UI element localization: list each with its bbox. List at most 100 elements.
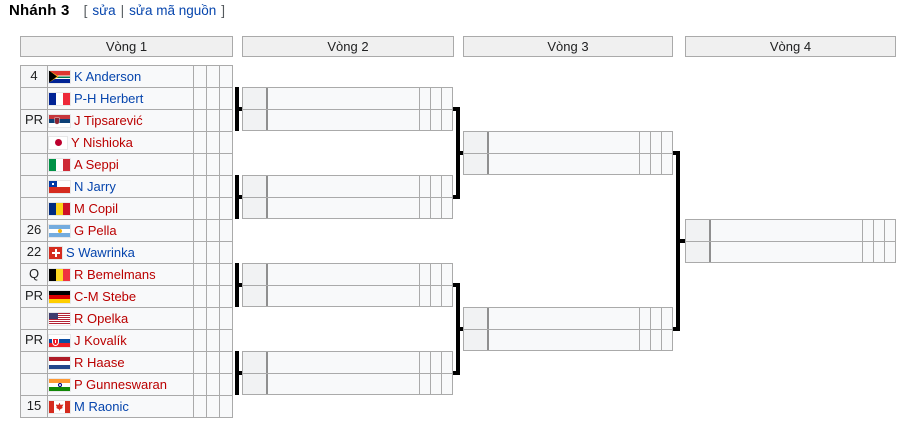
score-cell <box>873 220 884 241</box>
seed-cell <box>243 109 268 130</box>
score-cell <box>220 220 232 241</box>
score-cell <box>207 110 220 131</box>
player-link[interactable]: C-M Stebe <box>74 289 137 304</box>
score-cell <box>207 154 220 175</box>
score-cell <box>194 330 207 351</box>
score-cell <box>441 88 452 109</box>
name-cell <box>268 286 419 307</box>
player-link[interactable]: P-H Herbert <box>74 91 144 106</box>
bracket-connector-line <box>235 175 239 219</box>
seed-cell <box>243 352 268 373</box>
player-cell: Y Nishioka <box>48 132 194 153</box>
score-cell <box>441 197 452 218</box>
score-cell <box>194 352 207 373</box>
score-cell <box>884 220 895 241</box>
score-cell <box>194 88 207 109</box>
japan-flag-icon <box>49 136 67 149</box>
player-link[interactable]: N Jarry <box>74 179 116 194</box>
match-slot <box>686 241 895 262</box>
score-cell <box>207 198 220 219</box>
round4-match1-box <box>685 219 896 263</box>
edit-link[interactable]: sửa <box>92 3 116 18</box>
score-cell <box>873 241 884 262</box>
score-cell <box>650 308 661 329</box>
seed-cell <box>21 132 48 153</box>
name-cell <box>489 330 639 351</box>
score-cell <box>194 110 207 131</box>
player-cell: P-H Herbert <box>48 88 194 109</box>
player-cell: A Seppi <box>48 154 194 175</box>
score-cell <box>194 308 207 329</box>
score-cell <box>220 330 232 351</box>
score-cell <box>220 88 232 109</box>
score-cell <box>194 242 207 263</box>
round2-match1-box <box>242 87 453 131</box>
name-cell <box>268 352 419 373</box>
seed-cell <box>686 241 711 262</box>
player-cell: R Opelka <box>48 308 194 329</box>
edit-source-link[interactable]: sửa mã nguồn <box>129 3 217 18</box>
player-link[interactable]: G Pella <box>74 223 117 238</box>
seed-cell <box>21 308 48 329</box>
italy-flag-icon <box>49 158 70 171</box>
player-link[interactable]: S Wawrinka <box>66 245 135 260</box>
bracket-connector-line <box>453 195 456 199</box>
round-header-1: Vòng 1 <box>20 36 233 57</box>
seed-cell: PR <box>21 286 48 307</box>
player-link[interactable]: J Kovalík <box>74 333 127 348</box>
player-cell: M Copil <box>48 198 194 219</box>
player-link[interactable]: R Bemelmans <box>74 267 156 282</box>
round-header-3: Vòng 3 <box>463 36 673 57</box>
score-cell <box>207 286 220 307</box>
round2-match4-box <box>242 351 453 395</box>
player-link[interactable]: J Tipsarević <box>74 113 143 128</box>
player-link[interactable]: K Anderson <box>74 69 142 84</box>
player-row: P Gunneswaran <box>21 374 232 396</box>
seed-cell <box>243 373 268 394</box>
score-cell <box>220 264 232 285</box>
seed-cell <box>21 374 48 395</box>
score-cell <box>194 176 207 197</box>
bracket-connector-line <box>673 151 676 155</box>
seed-cell <box>21 154 48 175</box>
score-cell <box>661 308 672 329</box>
player-link[interactable]: A Seppi <box>74 157 119 172</box>
score-cell <box>194 66 207 87</box>
player-link[interactable]: M Raonic <box>74 399 129 414</box>
score-cell <box>207 330 220 351</box>
seed-cell <box>464 308 489 329</box>
name-cell <box>489 154 639 175</box>
seed-cell: 26 <box>21 220 48 241</box>
player-row: 22 S Wawrinka <box>21 242 232 264</box>
bracket-connector-line <box>239 107 242 111</box>
match-slot <box>243 373 452 394</box>
player-row: PR J Kovalík <box>21 330 232 352</box>
player-link[interactable]: R Haase <box>74 355 125 370</box>
player-link[interactable]: Y Nishioka <box>71 135 133 150</box>
score-cell <box>661 329 672 350</box>
bracket-connector-line <box>460 327 463 331</box>
score-cell <box>862 241 873 262</box>
player-row: M Copil <box>21 198 232 220</box>
bracket-connector-line <box>456 283 460 375</box>
score-cell <box>430 373 441 394</box>
player-cell: G Pella <box>48 220 194 241</box>
player-cell: C-M Stebe <box>48 286 194 307</box>
round3-match2-box <box>463 307 673 351</box>
seed-cell <box>243 88 268 109</box>
bracket-connector-line <box>453 371 456 375</box>
seed-cell <box>464 329 489 350</box>
player-link[interactable]: P Gunneswaran <box>74 377 167 392</box>
score-cell <box>194 154 207 175</box>
seed-cell <box>21 352 48 373</box>
seed-cell <box>21 88 48 109</box>
player-link[interactable]: R Opelka <box>74 311 129 326</box>
player-row: Q R Bemelmans <box>21 264 232 286</box>
germany-flag-icon <box>49 290 70 303</box>
seed-cell: 15 <box>21 396 48 417</box>
score-cell <box>441 373 452 394</box>
player-link[interactable]: M Copil <box>74 201 119 216</box>
round2-match2-box <box>242 175 453 219</box>
name-cell <box>268 264 419 285</box>
